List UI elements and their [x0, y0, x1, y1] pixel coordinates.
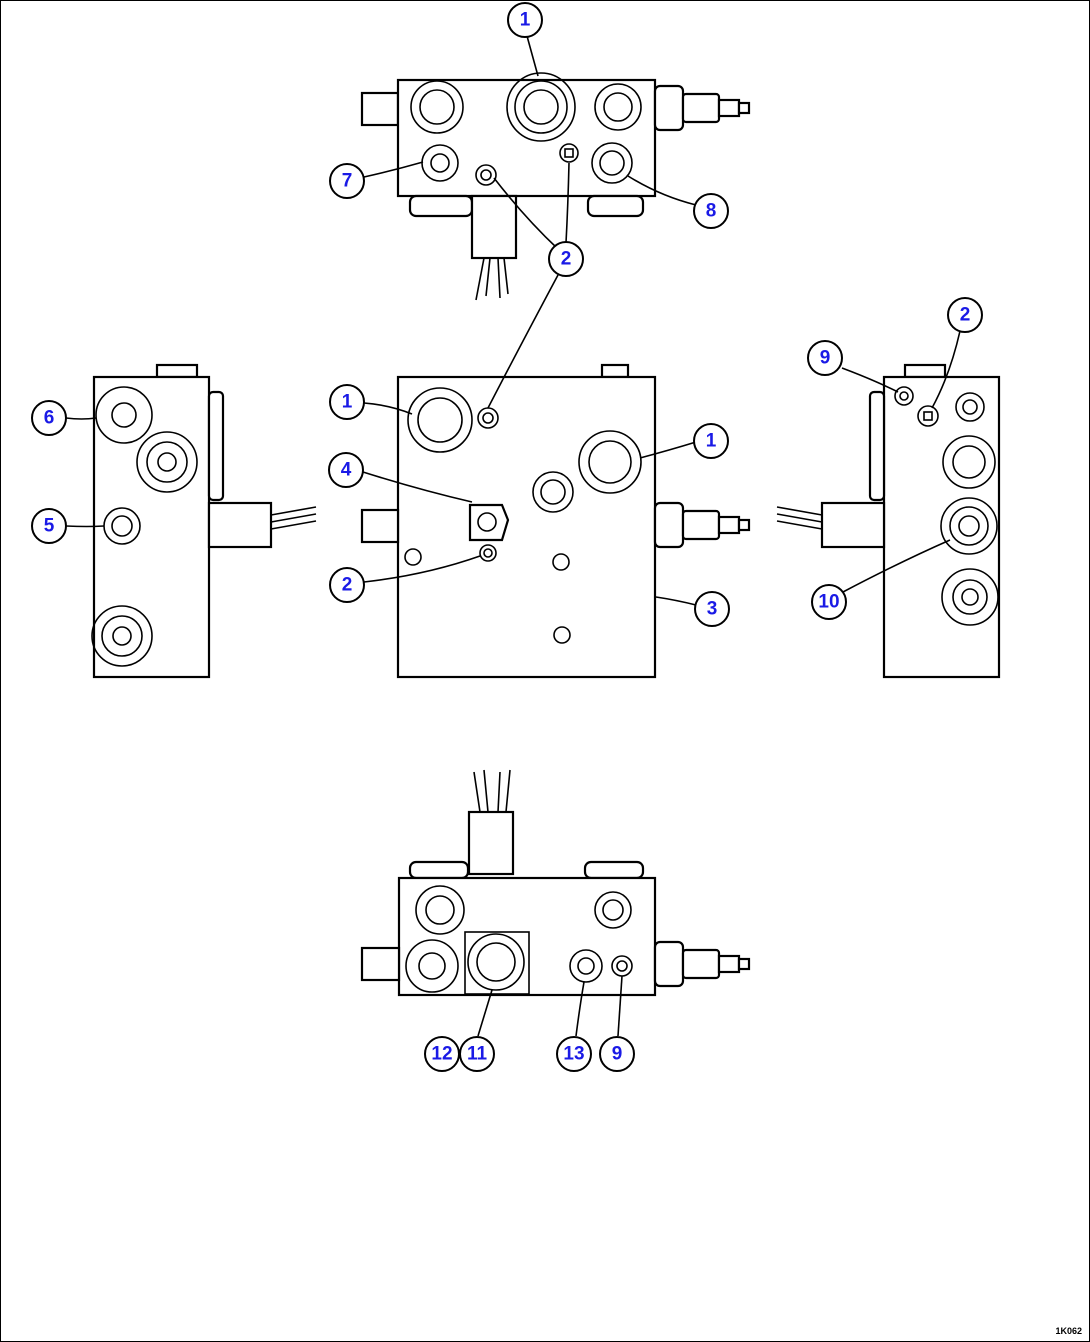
- right-top-cap: [903, 363, 947, 379]
- right-view: [776, 363, 1001, 679]
- callout-right-9: 9: [807, 340, 843, 376]
- callout-left-5: 5: [31, 508, 67, 544]
- top-port-left: [410, 80, 464, 134]
- front-port-1a: [407, 387, 473, 453]
- callout-bottom-11: 11: [459, 1036, 495, 1072]
- callout-label: 2: [561, 249, 572, 270]
- bottom-port-13: [569, 949, 603, 983]
- front-view: [360, 363, 751, 679]
- bottom-left-plug: [360, 946, 401, 982]
- top-bottom-fitting-left: [408, 194, 474, 218]
- front-hole-bottom: [553, 626, 571, 644]
- front-plug-2-bottom: [479, 544, 497, 562]
- front-block-body: [396, 375, 657, 679]
- drawing-code: 1K062: [1055, 1326, 1082, 1336]
- callout-front-2: 2: [329, 567, 365, 603]
- right-port-upper: [942, 435, 996, 489]
- callout-label: 6: [44, 408, 55, 429]
- left-solenoid: [207, 501, 317, 549]
- right-plug-9: [894, 386, 914, 406]
- right-solenoid: [776, 501, 886, 549]
- callout-label: 2: [342, 575, 353, 596]
- top-left-plug: [360, 91, 400, 127]
- callout-bottom-9: 9: [599, 1036, 635, 1072]
- callout-label: 1: [706, 431, 717, 452]
- bottom-relief-valve: [653, 940, 751, 988]
- callout-label: 13: [563, 1044, 584, 1065]
- front-valve-4: [468, 503, 510, 542]
- bottom-top-fitting-left: [408, 860, 470, 880]
- callout-label: 11: [467, 1044, 488, 1065]
- right-side-fittings: [868, 390, 886, 502]
- callout-front-1b: 1: [693, 423, 729, 459]
- callout-front-3: 3: [694, 591, 730, 627]
- callout-top-8: 8: [693, 193, 729, 229]
- bottom-view: [360, 769, 751, 997]
- callout-label: 8: [706, 201, 717, 222]
- callout-right-10: 10: [811, 584, 847, 620]
- right-port-lower: [941, 568, 999, 626]
- top-solenoid: [470, 194, 518, 301]
- left-port-upper: [136, 431, 198, 493]
- callout-label: 1: [520, 10, 531, 31]
- right-plug-2: [917, 405, 939, 427]
- callout-label: 2: [960, 305, 971, 326]
- leader-lines: [65, 35, 961, 1037]
- bottom-solenoid: [467, 769, 515, 876]
- callout-label: 4: [341, 460, 352, 481]
- callout-front-1a: 1: [329, 384, 365, 420]
- top-bottom-fitting-right: [586, 194, 645, 218]
- top-relief-valve: [653, 84, 751, 132]
- front-port-1b: [578, 430, 642, 494]
- top-plug-small-left: [475, 164, 497, 186]
- callout-front-4: 4: [328, 452, 364, 488]
- front-port-center: [532, 471, 574, 513]
- right-port-small: [955, 392, 985, 422]
- front-hole-left: [404, 548, 422, 566]
- left-side-fittings: [207, 390, 225, 502]
- bottom-port-upper-right: [594, 891, 632, 929]
- callout-label: 9: [612, 1044, 623, 1065]
- left-port-lower: [91, 605, 153, 667]
- bottom-port-upper-left: [415, 885, 465, 935]
- callout-right-2: 2: [947, 297, 983, 333]
- bottom-port-11: [464, 931, 530, 995]
- top-view: [360, 72, 751, 301]
- top-port-main: [506, 72, 576, 142]
- left-port-6: [95, 386, 153, 444]
- callout-label: 7: [342, 171, 353, 192]
- left-top-cap: [155, 363, 199, 379]
- callout-top-7: 7: [329, 163, 365, 199]
- callout-bottom-12: 12: [424, 1036, 460, 1072]
- front-hole-mid: [552, 553, 570, 571]
- right-port-10: [940, 497, 998, 555]
- top-plug-small-right: [559, 143, 579, 163]
- front-top-cap: [600, 363, 630, 379]
- left-view: [91, 363, 317, 679]
- callout-label: 9: [820, 348, 831, 369]
- callout-top-2: 2: [548, 241, 584, 277]
- callout-label: 5: [44, 516, 55, 537]
- callout-label: 1: [342, 392, 353, 413]
- top-port-right: [594, 83, 642, 131]
- bottom-top-fitting-right: [583, 860, 645, 880]
- top-port-8: [591, 142, 633, 184]
- callout-label: 3: [707, 599, 718, 620]
- callout-label: 12: [431, 1044, 452, 1065]
- front-relief-valve: [653, 501, 751, 549]
- callout-bottom-13: 13: [556, 1036, 592, 1072]
- bottom-port-left: [405, 939, 459, 993]
- callout-label: 10: [818, 592, 839, 613]
- callout-left-6: 6: [31, 400, 67, 436]
- callout-top-1: 1: [507, 2, 543, 38]
- front-left-plug: [360, 508, 400, 544]
